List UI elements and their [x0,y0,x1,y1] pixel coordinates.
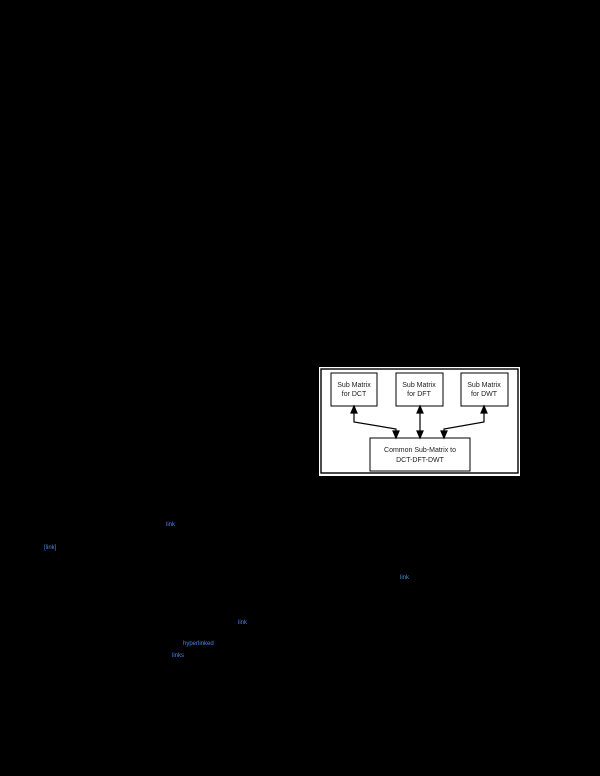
arrowhead-down-left [392,430,400,440]
submatrix-dft-label-line2: for DFT [407,391,431,398]
submatrix-dwt-box [460,372,509,407]
submatrix-dct-box [330,372,378,407]
submatrix-dft-label-line1: Sub Matrix [402,382,436,389]
inline-hyperlink-1[interactable]: link [166,522,176,528]
figure-diagram-svg: Sub Matrix for DCT Sub Matrix for DFT Su… [320,368,519,474]
submatrix-dwt-label-line2: for DWT [471,391,498,398]
arrowhead-down-right [440,430,448,440]
inline-hyperlink-4[interactable]: link [238,620,248,626]
arrowhead-up-middle [416,404,424,414]
common-submatrix-label-line2: DCT-DFT-DWT [396,457,445,464]
arrowhead-up-left [350,404,358,414]
submatrix-dct-label-line1: Sub Matrix [337,382,371,389]
submatrix-dft-box [395,372,444,407]
inline-hyperlink-6[interactable]: links [172,653,185,659]
inline-hyperlink-2[interactable]: [link] [44,545,57,551]
common-submatrix-label-line1: Common Sub-Matrix to [384,447,456,454]
submatrix-dct-label-line2: for DCT [342,391,367,398]
arrow-group [350,404,488,440]
inline-hyperlink-3[interactable]: link [400,575,410,581]
figure-common-submatrix: Sub Matrix for DCT Sub Matrix for DFT Su… [319,367,520,476]
arrowhead-up-right [480,404,488,414]
common-submatrix-box [369,437,471,472]
submatrix-dwt-label-line1: Sub Matrix [467,382,501,389]
arrowhead-down-middle [416,430,424,440]
inline-hyperlink-5[interactable]: hyperlinked [183,641,214,647]
